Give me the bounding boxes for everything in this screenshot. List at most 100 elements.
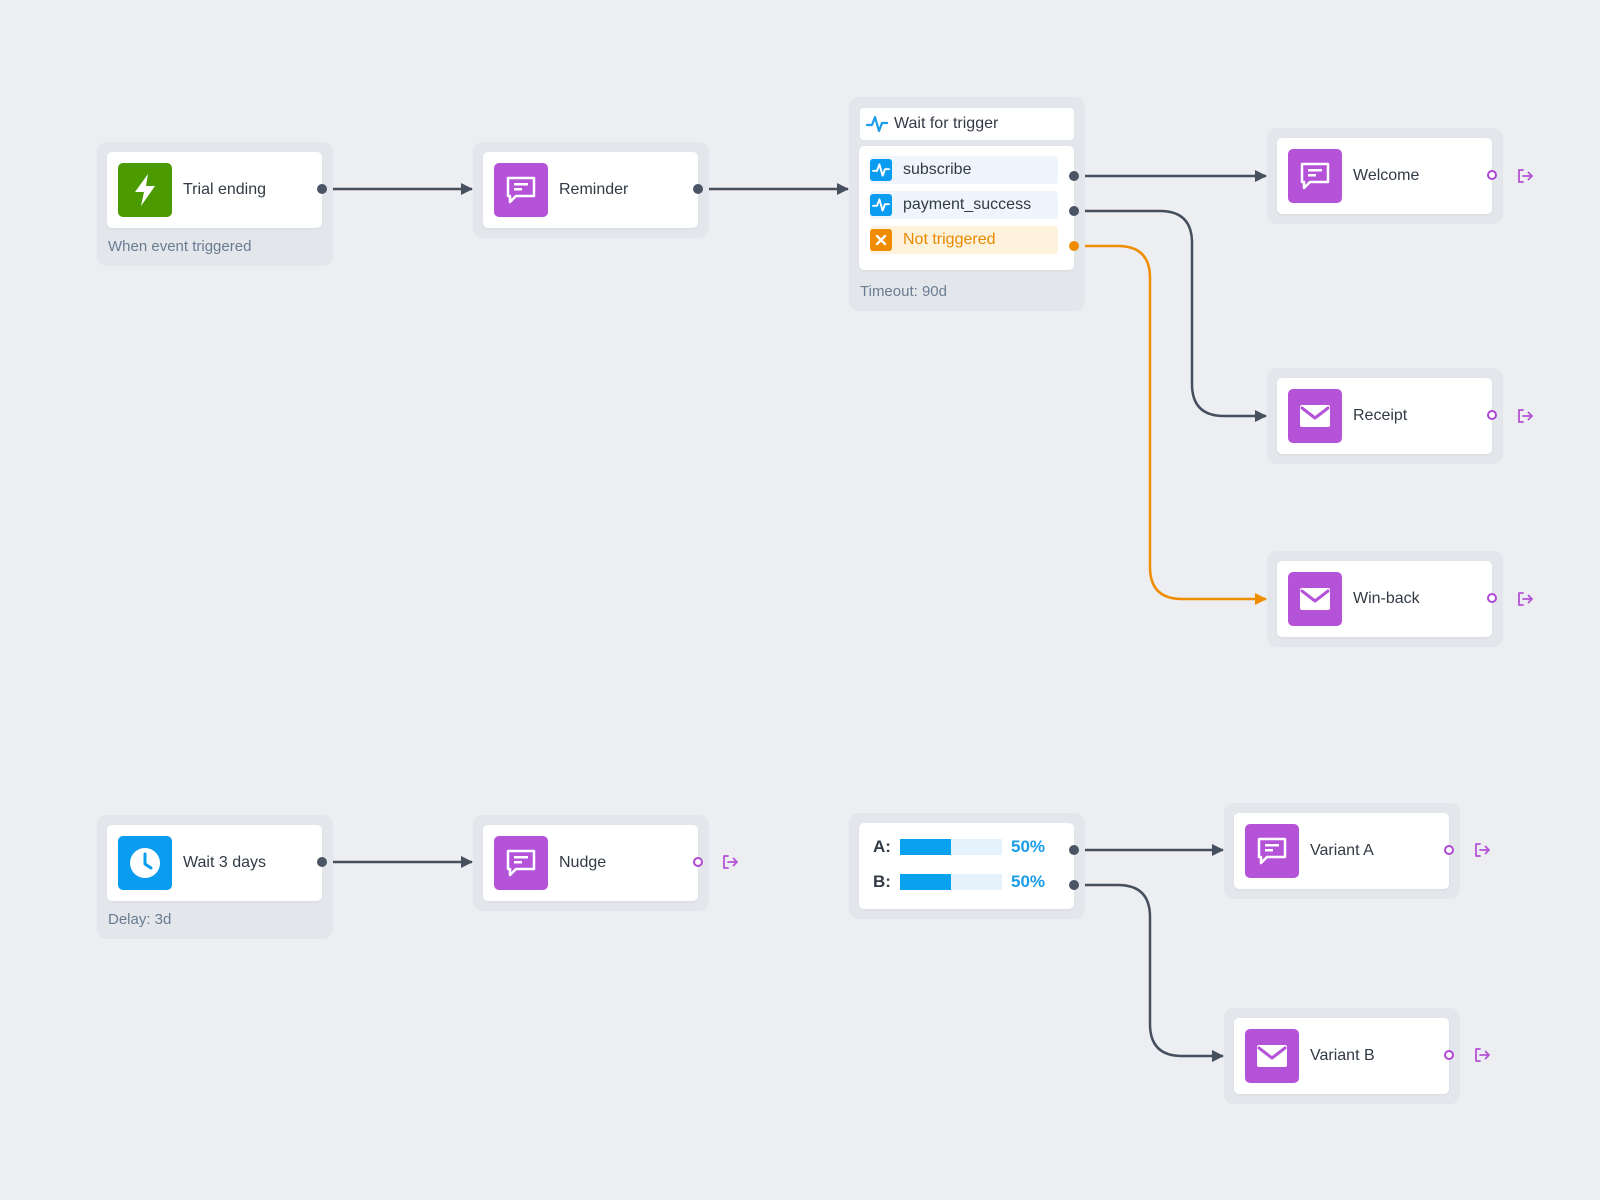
variant-b-node[interactable]: Variant B	[1224, 1008, 1460, 1104]
wait-3-days-node[interactable]: Wait 3 days Delay: 3d	[97, 815, 333, 939]
lightning-icon	[135, 174, 155, 206]
pulse-icon	[866, 115, 888, 133]
wait-3-days-output-port[interactable]	[317, 857, 327, 867]
branch-a-split-bar	[900, 839, 1002, 855]
chat-message-icon	[1257, 837, 1287, 865]
wire-payment-to-receipt	[1085, 209, 1267, 422]
branch-a-split-fill	[900, 839, 951, 855]
variant-b-card[interactable]: Variant B	[1234, 1018, 1449, 1094]
trial-ending-output-port[interactable]	[317, 184, 327, 194]
trial-ending-label: Trial ending	[183, 181, 267, 198]
mail-icon	[1300, 588, 1330, 610]
pulse-icon	[872, 198, 890, 212]
branch-a-output-port[interactable]	[1069, 845, 1079, 855]
branch-b-percent: 50%	[1011, 872, 1046, 891]
variant-a-label: Variant A	[1310, 842, 1374, 859]
delay-tile	[118, 836, 172, 890]
trial-ending-node[interactable]: Trial ending When event triggered	[97, 142, 333, 266]
chat-message-icon	[1300, 162, 1330, 190]
branch-a-row[interactable]: A: 50%	[873, 832, 1073, 862]
reminder-node[interactable]: Reminder	[473, 142, 709, 238]
wait-for-trigger-node[interactable]: Wait for trigger subscribe payment_succe…	[849, 97, 1085, 311]
wait-timeout-caption: Timeout: 90d	[860, 283, 947, 300]
subscribe-output-port[interactable]	[1069, 171, 1079, 181]
receipt-node[interactable]: Receipt	[1267, 368, 1503, 464]
wait-3-days-card[interactable]: Wait 3 days	[107, 825, 322, 901]
welcome-card[interactable]: Welcome	[1277, 138, 1492, 214]
nudge-node[interactable]: Nudge	[473, 815, 709, 911]
message-tile	[1245, 824, 1299, 878]
win-back-label: Win-back	[1353, 590, 1420, 607]
nudge-card[interactable]: Nudge	[483, 825, 698, 901]
clock-icon	[130, 848, 160, 878]
variant-b-output-port[interactable]	[1444, 1050, 1454, 1060]
wait-for-trigger-title: Wait for trigger	[894, 115, 999, 132]
branch-b-output-port[interactable]	[1069, 880, 1079, 890]
win-back-output-port[interactable]	[1487, 593, 1497, 603]
reminder-label: Reminder	[559, 181, 629, 198]
variant-a-card[interactable]: Variant A	[1234, 813, 1449, 889]
trial-ending-caption: When event triggered	[108, 238, 252, 255]
payment-success-output-port[interactable]	[1069, 206, 1079, 216]
exit-icon[interactable]	[1516, 168, 1534, 184]
receipt-card[interactable]: Receipt	[1277, 378, 1492, 454]
exit-icon[interactable]	[1516, 408, 1534, 424]
branch-b-row[interactable]: B: 50%	[873, 867, 1073, 897]
variant-a-node[interactable]: Variant A	[1224, 803, 1460, 899]
event-row-subscribe[interactable]: subscribe	[870, 156, 1058, 184]
exit-icon[interactable]	[1473, 1047, 1491, 1063]
wire-not-triggered-to-winback	[1085, 244, 1267, 605]
win-back-node[interactable]: Win-back	[1267, 551, 1503, 647]
branch-b-label: B:	[873, 872, 891, 891]
message-tile	[494, 163, 548, 217]
receipt-output-port[interactable]	[1487, 410, 1497, 420]
event-label-subscribe: subscribe	[903, 161, 972, 178]
welcome-node[interactable]: Welcome	[1267, 128, 1503, 224]
mail-tile	[1288, 572, 1342, 626]
nudge-label: Nudge	[559, 854, 607, 871]
not-triggered-output-port[interactable]	[1069, 241, 1079, 251]
close-icon	[875, 234, 887, 246]
mail-tile	[1288, 389, 1342, 443]
fallback-label-not-triggered: Not triggered	[903, 231, 996, 248]
branch-b-split-bar	[900, 874, 1002, 890]
pulse-icon	[872, 163, 890, 177]
variant-b-label: Variant B	[1310, 1047, 1375, 1064]
reminder-card[interactable]: Reminder	[483, 152, 698, 228]
event-label-payment-success: payment_success	[903, 196, 1032, 213]
exit-icon[interactable]	[1473, 842, 1491, 858]
win-back-card[interactable]: Win-back	[1277, 561, 1492, 637]
receipt-label: Receipt	[1353, 407, 1408, 424]
nudge-output-port[interactable]	[693, 857, 703, 867]
welcome-output-port[interactable]	[1487, 170, 1497, 180]
ab-split-card: A: 50% B: 50%	[859, 823, 1074, 909]
trial-ending-card[interactable]: Trial ending	[107, 152, 322, 228]
exit-icon[interactable]	[721, 854, 739, 870]
chat-message-icon	[506, 176, 536, 204]
mail-icon	[1300, 405, 1330, 427]
variant-a-output-port[interactable]	[1444, 845, 1454, 855]
reminder-output-port[interactable]	[693, 184, 703, 194]
welcome-label: Welcome	[1353, 167, 1420, 184]
chat-message-icon	[506, 849, 536, 877]
wait-events-card: subscribe payment_success Not triggered	[859, 146, 1074, 270]
branch-b-split-fill	[900, 874, 951, 890]
exit-icon[interactable]	[1516, 591, 1534, 607]
branch-a-percent: 50%	[1011, 837, 1046, 856]
event-tile	[870, 159, 892, 181]
message-tile	[494, 836, 548, 890]
mail-icon	[1257, 1045, 1287, 1067]
mail-tile	[1245, 1029, 1299, 1083]
trigger-tile	[118, 163, 172, 217]
ab-split-node[interactable]: A: 50% B: 50%	[849, 813, 1085, 919]
fallback-tile	[870, 229, 892, 251]
wait-3-days-caption: Delay: 3d	[108, 911, 172, 928]
event-row-payment-success[interactable]: payment_success	[870, 191, 1058, 219]
branch-a-label: A:	[873, 837, 891, 856]
wait-for-trigger-header: Wait for trigger	[860, 108, 1074, 140]
fallback-row-not-triggered[interactable]: Not triggered	[870, 226, 1058, 254]
event-tile	[870, 194, 892, 216]
message-tile	[1288, 149, 1342, 203]
